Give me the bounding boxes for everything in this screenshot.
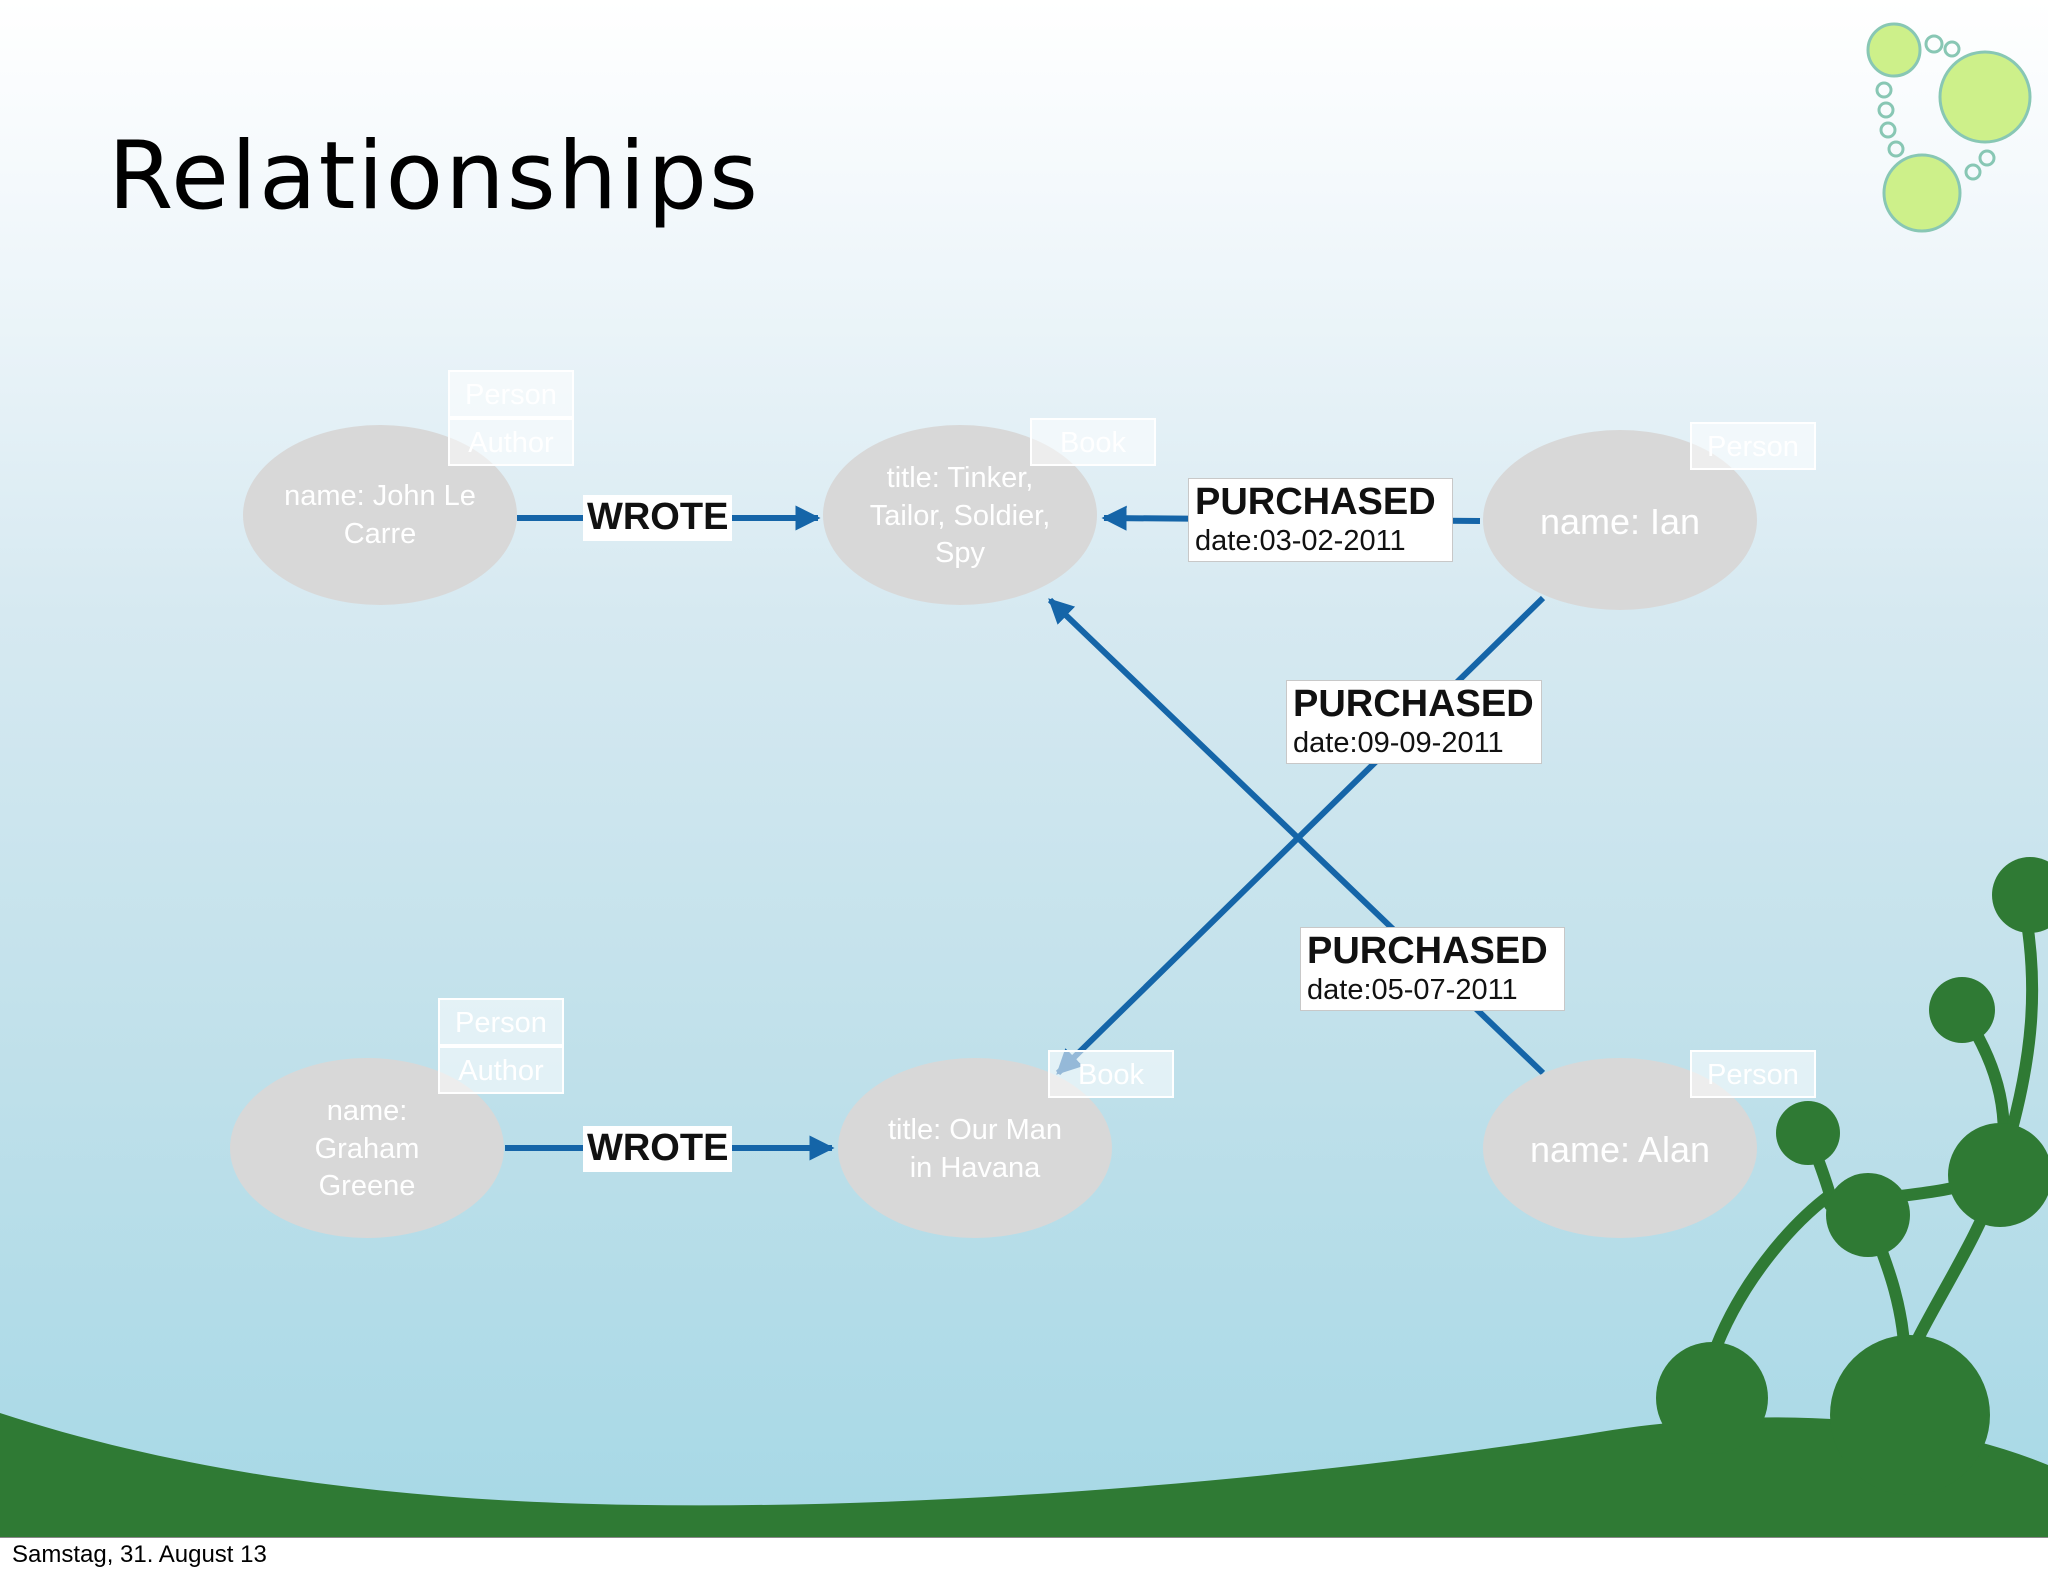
slide-title: Relationships bbox=[108, 122, 761, 231]
node-tinker-text: title: Tinker, Tailor, Soldier, Spy bbox=[869, 462, 1051, 570]
rel-purchased-label-3: PURCHASED date:05-07-2011 bbox=[1300, 927, 1565, 1011]
graph-diagram bbox=[230, 425, 1757, 1238]
rel-purchased-label-1: PURCHASED date:03-02-2011 bbox=[1188, 478, 1453, 562]
rel-purchased-label-2: PURCHASED date:09-09-2011 bbox=[1286, 680, 1542, 764]
rel-date: date:09-09-2011 bbox=[1293, 727, 1504, 759]
label-tinker-book: Book bbox=[1030, 418, 1156, 466]
edge-ian-purchased-havana bbox=[1055, 595, 1546, 1076]
node-ian bbox=[1483, 430, 1757, 610]
node-ian-text: name: Ian bbox=[1539, 501, 1701, 542]
rel-date: date:05-07-2011 bbox=[1307, 974, 1518, 1006]
label-graham-author: Author bbox=[438, 1046, 564, 1094]
node-graham-text: name: Graham Greene bbox=[314, 1095, 420, 1203]
label-john-person: Person bbox=[448, 370, 574, 418]
green-hill bbox=[0, 1413, 2048, 1537]
rel-wrote-label-2: WROTE bbox=[583, 1126, 733, 1172]
decoration-graphics bbox=[0, 22, 2048, 1537]
bubbles-logo bbox=[1866, 22, 2032, 233]
rel-date: date:03-02-2011 bbox=[1195, 525, 1406, 557]
node-john bbox=[243, 425, 517, 605]
label-john-author: Author bbox=[448, 418, 574, 466]
node-john-text: name: John Le Carre bbox=[284, 480, 476, 550]
node-alan-text: name: Alan bbox=[1529, 1129, 1711, 1170]
label-havana-book: Book bbox=[1048, 1050, 1174, 1098]
rel-type: PURCHASED bbox=[1307, 930, 1548, 972]
label-alan-person: Person bbox=[1690, 1050, 1816, 1098]
rel-type: PURCHASED bbox=[1293, 683, 1534, 725]
slide-background: Relationships bbox=[0, 0, 2048, 1538]
node-graham bbox=[230, 1058, 504, 1238]
footer-date: Samstag, 31. August 13 bbox=[12, 1541, 267, 1568]
rel-wrote-label-1: WROTE bbox=[583, 495, 733, 541]
node-havana bbox=[838, 1058, 1112, 1238]
label-ian-person: Person bbox=[1690, 422, 1816, 470]
node-alan bbox=[1483, 1058, 1757, 1238]
node-havana-text: title: Our Man in Havana bbox=[887, 1114, 1063, 1184]
rel-type: PURCHASED bbox=[1195, 481, 1436, 523]
label-graham-person: Person bbox=[438, 998, 564, 1046]
node-tinker bbox=[823, 425, 1097, 605]
